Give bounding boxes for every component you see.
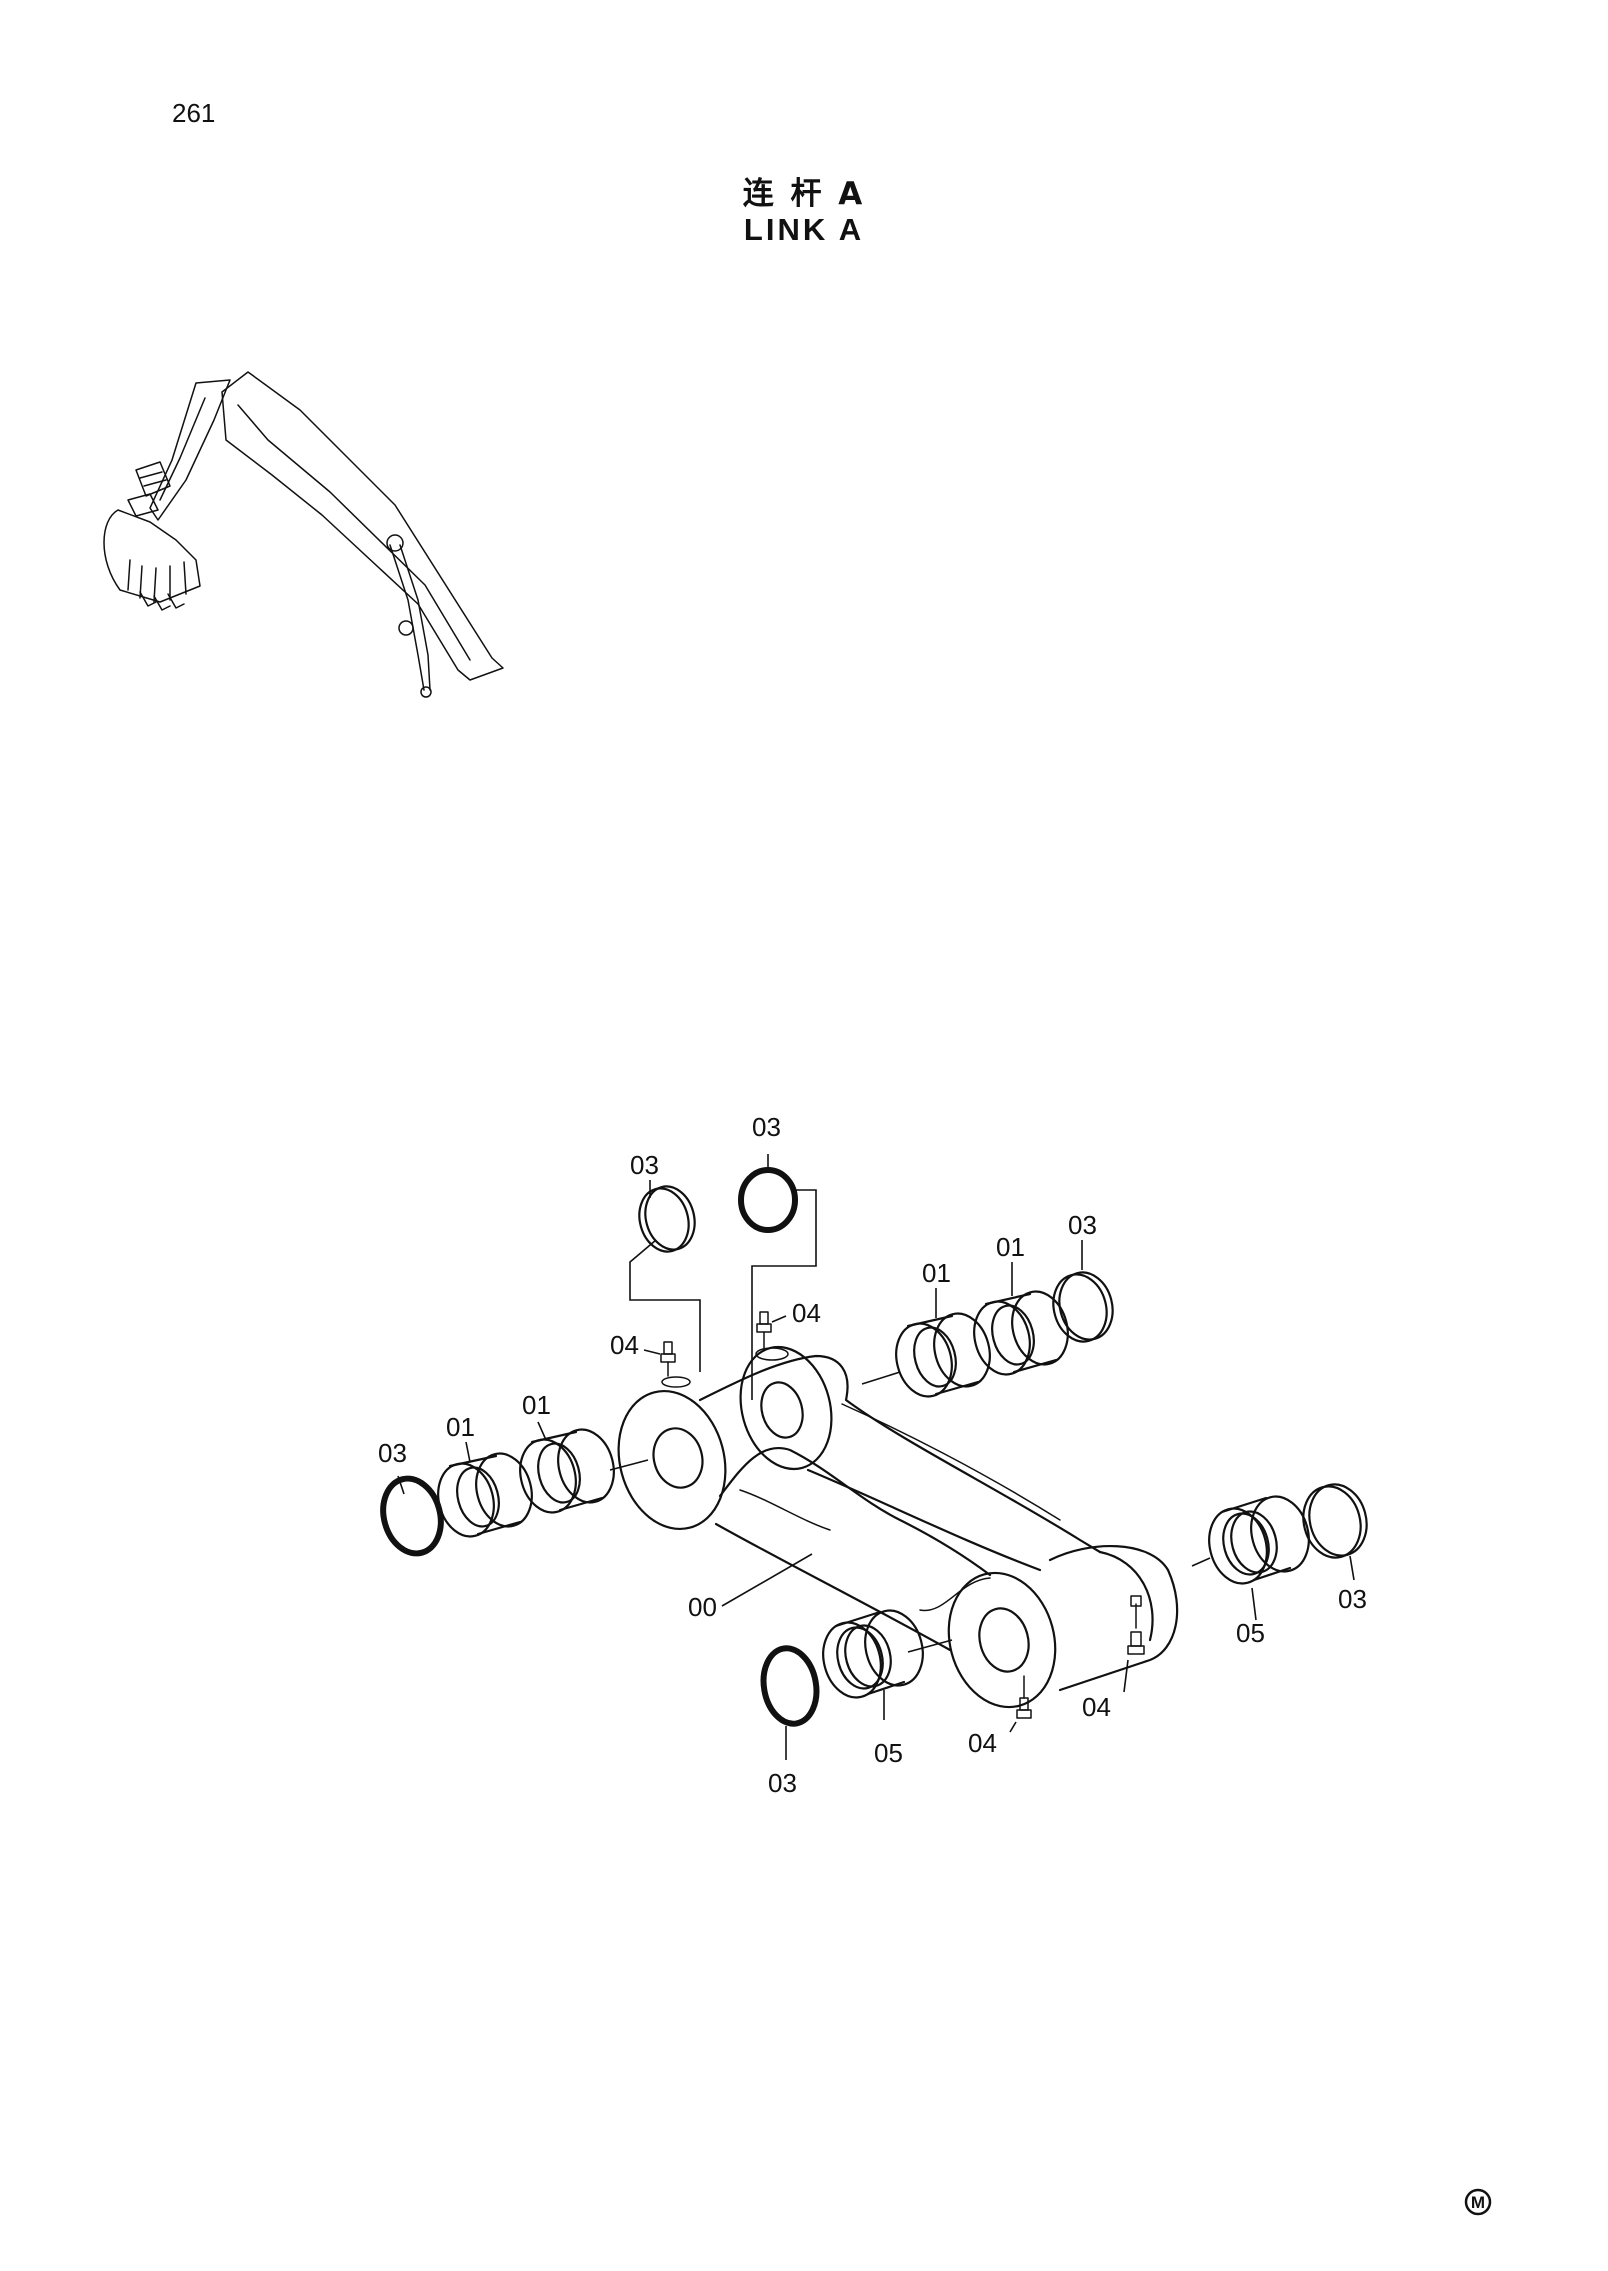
excavator-locator-sketch	[103, 371, 504, 698]
seal-ring-03-top-left	[638, 1185, 696, 1253]
label-03-bottom: 03	[768, 1768, 797, 1798]
page-number: 261	[172, 98, 216, 128]
seal-ring-03-bottom	[760, 1645, 820, 1727]
label-03-left: 03	[378, 1438, 407, 1468]
label-01-left-inner: 01	[522, 1390, 551, 1420]
label-04-right: 04	[1082, 1692, 1111, 1722]
callout-labels: 03 01 01 03 03 04 04 01 01 03 00 05 03 0…	[378, 1112, 1367, 1798]
svg-text:M: M	[1471, 2193, 1485, 2212]
leader-lines	[397, 1154, 1355, 1760]
label-03-top-left: 03	[630, 1150, 659, 1180]
label-01-right-inner: 01	[922, 1258, 951, 1288]
bushing-01-left-outer	[437, 1452, 533, 1538]
title-english: LINK A	[743, 212, 865, 247]
bushing-01-left-inner	[519, 1428, 615, 1514]
label-03-top-center: 03	[752, 1112, 781, 1142]
label-04-left: 04	[610, 1330, 639, 1360]
seal-ring-03-top-right	[1052, 1271, 1114, 1343]
bushing-01-right-inner	[895, 1312, 991, 1398]
grease-fitting-04-left	[660, 1341, 691, 1388]
label-05-right: 05	[1236, 1618, 1265, 1648]
label-00: 00	[688, 1592, 717, 1622]
seal-ring-03-top-center	[738, 1167, 798, 1233]
grease-fitting-04-right	[1127, 1595, 1145, 1655]
seal-ring-03-right	[1302, 1483, 1368, 1559]
label-03-top-right: 03	[1068, 1210, 1097, 1240]
grease-fitting-04-bottom	[1016, 1675, 1032, 1719]
label-04-top: 04	[792, 1298, 821, 1328]
title-chinese: 连 杆 A	[742, 176, 866, 212]
label-01-right-outer: 01	[996, 1232, 1025, 1262]
label-04-bottom: 04	[968, 1728, 997, 1758]
grease-fitting-04-top	[755, 1311, 789, 1361]
label-01-left-outer: 01	[446, 1412, 475, 1442]
bushing-01-right-outer	[973, 1290, 1069, 1376]
bushing-05-bottom	[822, 1609, 924, 1699]
seal-ring-03-left	[380, 1475, 444, 1557]
label-05-bottom: 05	[874, 1738, 903, 1768]
label-03-right: 03	[1338, 1584, 1367, 1614]
bushing-05-right	[1208, 1495, 1310, 1585]
circled-m-mark: M	[1464, 2188, 1492, 2216]
